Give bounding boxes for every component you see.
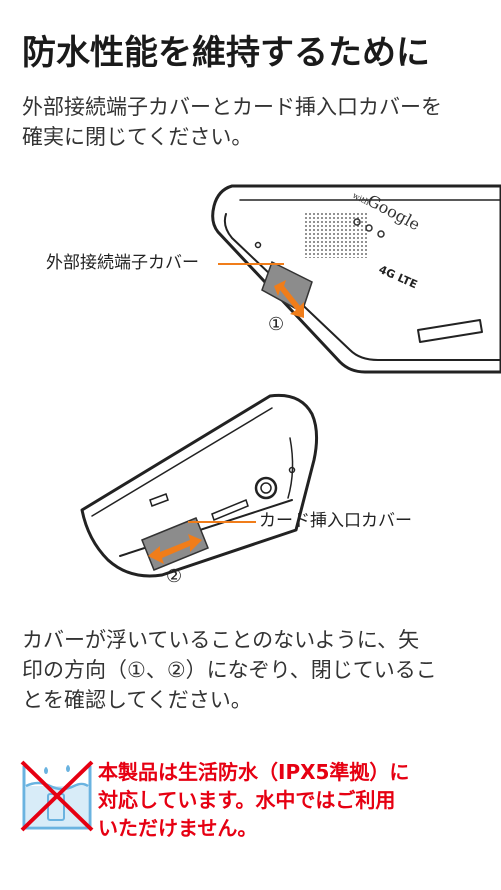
intro-line: 外部接続端子カバーとカード挿入口カバーを [22,95,442,119]
description-line: 印の方向（①、②）になぞり、閉じているこ [22,658,437,682]
headphone-jack [254,476,278,500]
warning-line: 対応しています。水中ではご利用 [98,788,396,812]
card-slot [211,499,249,521]
orange-double-arrow-1 [274,280,304,318]
description-line: とを確認してください。 [22,688,252,712]
warning-line: 本製品は生活防水（IPX5準拠）に [98,760,410,784]
step-number-2: ② [166,566,183,587]
indicator-lights [353,218,385,238]
description-line: カバーが浮いていることのないように、矢 [22,628,420,652]
earpiece [149,493,169,507]
page-title: 防水性能を維持するために [22,33,430,73]
phone-top-illustration [211,184,501,374]
side-hole [254,241,262,249]
warning-line: いただけません。 [98,816,258,840]
description-text: カバーが浮いていることのないように、矢 印の方向（①、②）になぞり、閉じているこ… [22,625,492,715]
waterproof-warning: 本製品は生活防水（IPX5準拠）に 対応しています。水中ではご利用 いただけませ… [98,758,498,842]
step-number-1: ① [268,314,285,335]
label-card-slot-cover: カード挿入口カバー [259,511,412,531]
label-external-connector-cover: 外部接続端子カバー [46,253,199,273]
intro-text: 外部接続端子カバーとカード挿入口カバーを 確実に閉じてください。 [22,92,492,152]
no-submersion-icon [20,760,94,832]
intro-line: 確実に閉じてください。 [22,125,253,149]
phone-illustrations: with Google 4G LTE [80,184,501,578]
mic-hole [288,466,296,474]
orange-double-arrow-2 [148,534,202,564]
